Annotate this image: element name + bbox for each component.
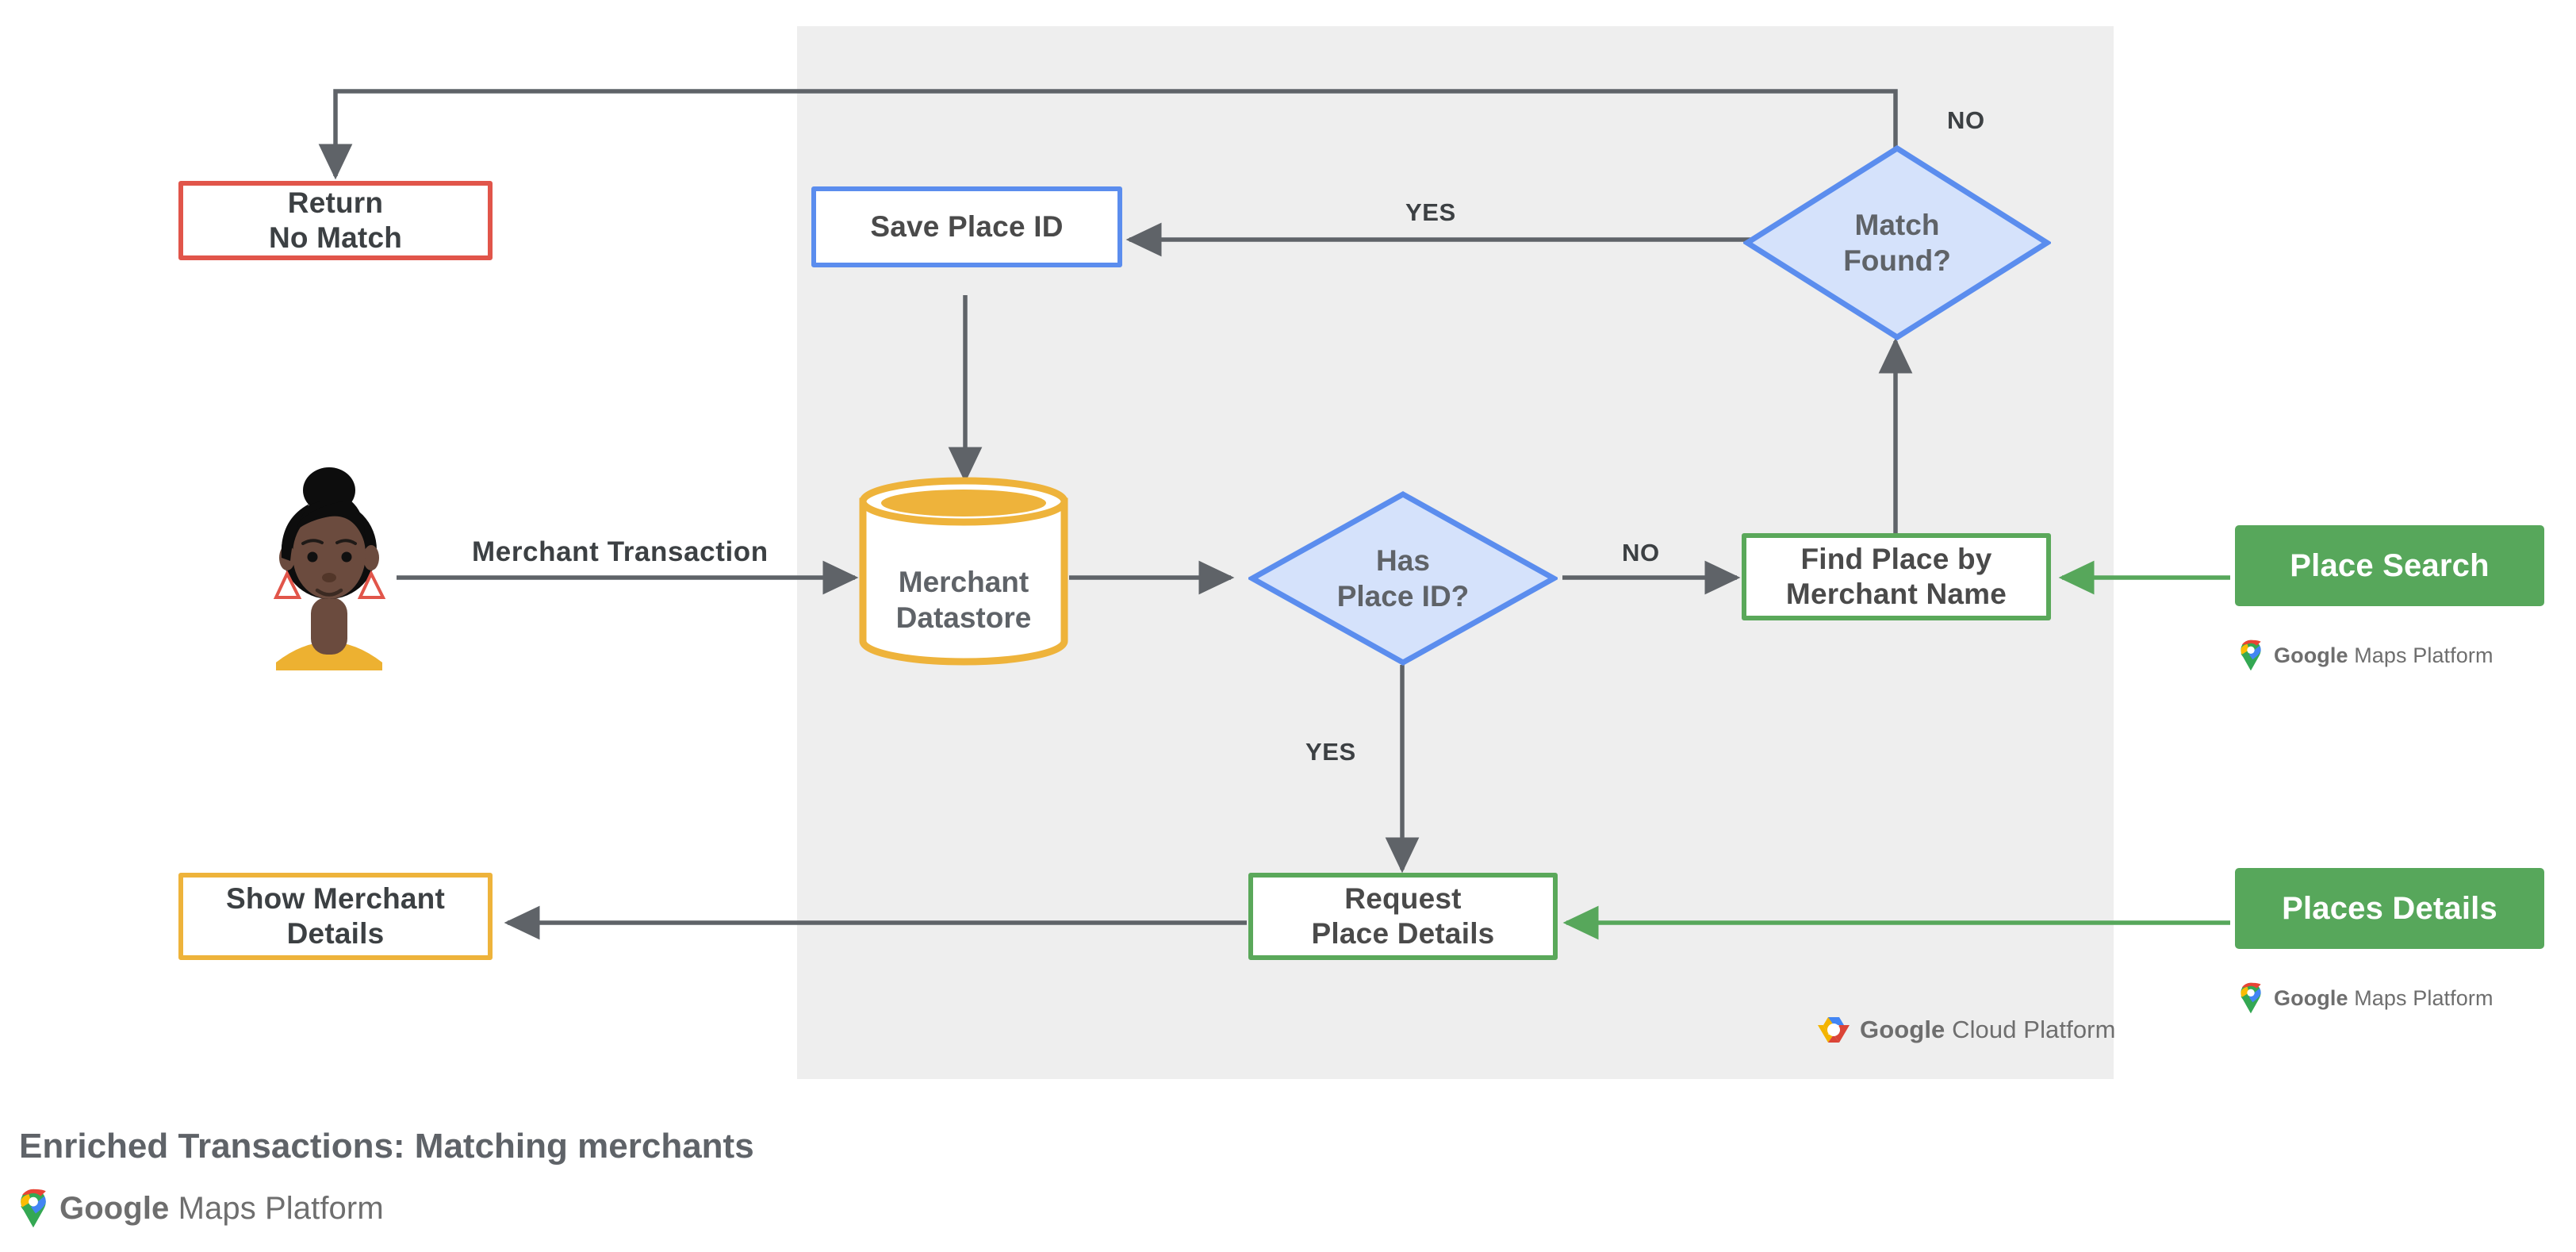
node-match-found[interactable]: Match Found?: [1742, 144, 2053, 341]
google-maps-pin-icon: [2241, 982, 2261, 1014]
edge-label-merchant-transaction: Merchant Transaction: [472, 536, 769, 567]
lockup-maps-platform: Maps Platform: [2348, 985, 2494, 1010]
gcp-google-bold: Google: [1860, 1016, 1945, 1043]
node-show-merchant-details-line2: Details: [286, 917, 385, 950]
node-return-no-match-line1: Return: [287, 186, 384, 219]
footer-lockup-text: Google Maps Platform: [59, 1191, 384, 1227]
node-merchant-datastore[interactable]: Merchant Datastore: [857, 476, 1071, 666]
node-show-merchant-details[interactable]: Show Merchant Details: [178, 873, 493, 960]
lockup-google-bold: Google: [2274, 643, 2348, 667]
node-place-search-button[interactable]: Place Search: [2235, 525, 2544, 606]
node-return-no-match[interactable]: Return No Match: [178, 181, 493, 260]
edge-label-has-place-id-no: NO: [1622, 539, 1660, 566]
google-maps-pin-icon: [2241, 639, 2261, 671]
google-cloud-platform-hexagon-icon: [1818, 1017, 1850, 1043]
node-request-place-details-line2: Place Details: [1311, 917, 1495, 950]
gcp-cloud-platform: Cloud Platform: [1945, 1016, 2116, 1043]
has-place-id-diamond-shape: [1246, 490, 1560, 666]
lockup-google-bold: Google: [59, 1190, 170, 1226]
user-avatar-illustration: [262, 464, 397, 670]
place-search-maps-platform-lockup: Google Maps Platform: [2238, 639, 2494, 671]
node-places-details-button[interactable]: Places Details: [2235, 868, 2544, 949]
edge-label-has-place-id-yes: YES: [1305, 738, 1356, 766]
edge-label-match-found-no: NO: [1947, 106, 1985, 134]
node-request-place-details[interactable]: Request Place Details: [1248, 873, 1558, 960]
node-find-place-line2: Merchant Name: [1785, 578, 2007, 610]
lockup-maps-platform: Maps Platform: [2348, 643, 2494, 667]
node-find-place-line1: Find Place by: [1800, 542, 1992, 575]
merchant-datastore-cylinder-shape: [859, 477, 1068, 666]
google-cloud-platform-lockup: Google Cloud Platform: [1818, 1016, 2116, 1044]
lockup-google-bold: Google: [2274, 985, 2348, 1010]
node-has-place-id[interactable]: Has Place ID?: [1246, 490, 1560, 666]
node-save-place-id-label: Save Place ID: [870, 209, 1064, 243]
edge-label-match-found-yes: YES: [1405, 198, 1456, 226]
match-found-diamond-shape: [1742, 144, 2053, 341]
node-request-place-details-line1: Request: [1344, 881, 1462, 915]
node-find-place-by-merchant-name[interactable]: Find Place by Merchant Name: [1742, 533, 2051, 620]
node-show-merchant-details-line1: Show Merchant: [225, 881, 446, 915]
places-details-maps-platform-lockup: Google Maps Platform: [2238, 982, 2494, 1014]
google-maps-pin-icon: [21, 1189, 46, 1228]
node-return-no-match-line2: No Match: [268, 221, 403, 254]
node-place-search-label: Place Search: [2290, 547, 2490, 583]
gcp-lockup-text: Google Cloud Platform: [1860, 1016, 2116, 1044]
lockup-maps-platform: Maps Platform: [169, 1190, 384, 1226]
footer-maps-platform-lockup: Google Maps Platform: [17, 1189, 384, 1228]
node-save-place-id[interactable]: Save Place ID: [811, 186, 1122, 267]
avatar-svg: [273, 467, 386, 670]
diagram-caption: Enriched Transactions: Matching merchant…: [19, 1127, 754, 1166]
places-details-lockup-text: Google Maps Platform: [2274, 986, 2494, 1011]
place-search-lockup-text: Google Maps Platform: [2274, 643, 2494, 668]
node-places-details-label: Places Details: [2282, 890, 2497, 926]
